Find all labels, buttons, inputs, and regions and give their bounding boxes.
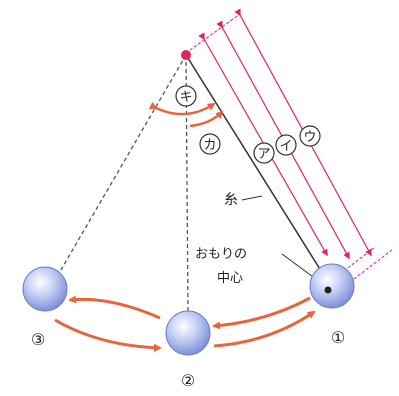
string-to-bob-1 bbox=[185, 54, 324, 275]
svg-text:カ: カ bbox=[203, 138, 216, 153]
label-center-line1: おもりの bbox=[195, 247, 247, 262]
bob-2 bbox=[165, 310, 211, 356]
label-center-line2: 中心 bbox=[217, 271, 243, 286]
angle-arc-ka bbox=[189, 110, 224, 128]
pivot-point bbox=[181, 50, 191, 60]
swing-arrow-2-to-3 bbox=[68, 295, 161, 320]
label-ki: キ bbox=[175, 85, 197, 107]
position-label-1: ① bbox=[331, 328, 345, 347]
label-u: ウ bbox=[299, 125, 321, 147]
label-ka: カ bbox=[199, 133, 221, 155]
svg-text:ア: ア bbox=[257, 147, 270, 162]
swing-arrow-1-to-2 bbox=[212, 296, 311, 330]
string-to-bob-3 bbox=[57, 54, 187, 276]
position-label-3: ③ bbox=[31, 330, 45, 349]
measure-boundary-top bbox=[189, 13, 241, 51]
leader-string bbox=[241, 195, 263, 201]
label-string: 糸 bbox=[224, 192, 238, 208]
bob-1 bbox=[309, 263, 355, 309]
bob-3 bbox=[22, 266, 68, 312]
svg-text:ウ: ウ bbox=[303, 130, 316, 145]
svg-text:イ: イ bbox=[279, 139, 292, 154]
swing-arrow-2-to-1 bbox=[213, 310, 316, 348]
label-a: ア bbox=[253, 142, 275, 164]
angle-arc-ki bbox=[148, 101, 216, 116]
swing-arrow-3-to-2 bbox=[54, 318, 162, 352]
label-i: イ bbox=[275, 134, 297, 156]
position-label-2: ② bbox=[181, 371, 195, 390]
bob-1-center-dot bbox=[324, 286, 332, 294]
svg-text:キ: キ bbox=[179, 90, 192, 105]
